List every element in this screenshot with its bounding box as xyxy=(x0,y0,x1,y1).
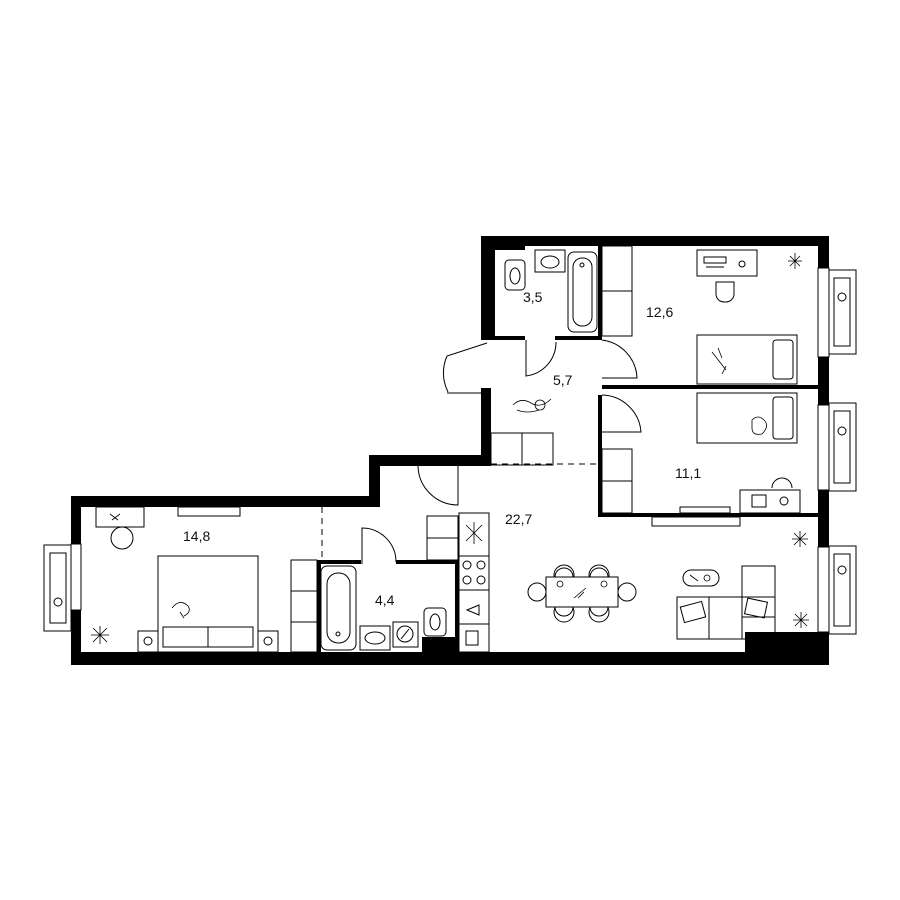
interior-walls xyxy=(317,246,818,652)
hall-fixtures xyxy=(490,245,633,466)
area-label-hall: 5,7 xyxy=(553,372,573,388)
area-label-bathroom: 4,4 xyxy=(375,592,395,608)
area-label-bedroom-mid: 11,1 xyxy=(675,465,701,481)
doors[interactable] xyxy=(361,339,642,564)
area-label-toilet: 3,5 xyxy=(523,289,543,305)
bedroom-mid-furniture xyxy=(601,392,801,527)
exterior-walls xyxy=(71,236,829,665)
bathroom-fixtures xyxy=(290,559,447,653)
area-label-bedroom-top: 12,6 xyxy=(646,304,673,320)
kitchen-living-furniture xyxy=(426,512,809,653)
bedroom-top-furniture xyxy=(696,249,802,385)
bedroom-master-furniture xyxy=(91,506,279,653)
windows xyxy=(43,267,857,635)
area-label-bedroom-master: 14,8 xyxy=(183,528,210,544)
area-label-kitchen-living: 22,7 xyxy=(505,511,532,527)
area-labels: 3,5 12,6 5,7 11,1 22,7 14,8 4,4 xyxy=(183,289,701,608)
toilet-fixtures xyxy=(495,246,598,333)
